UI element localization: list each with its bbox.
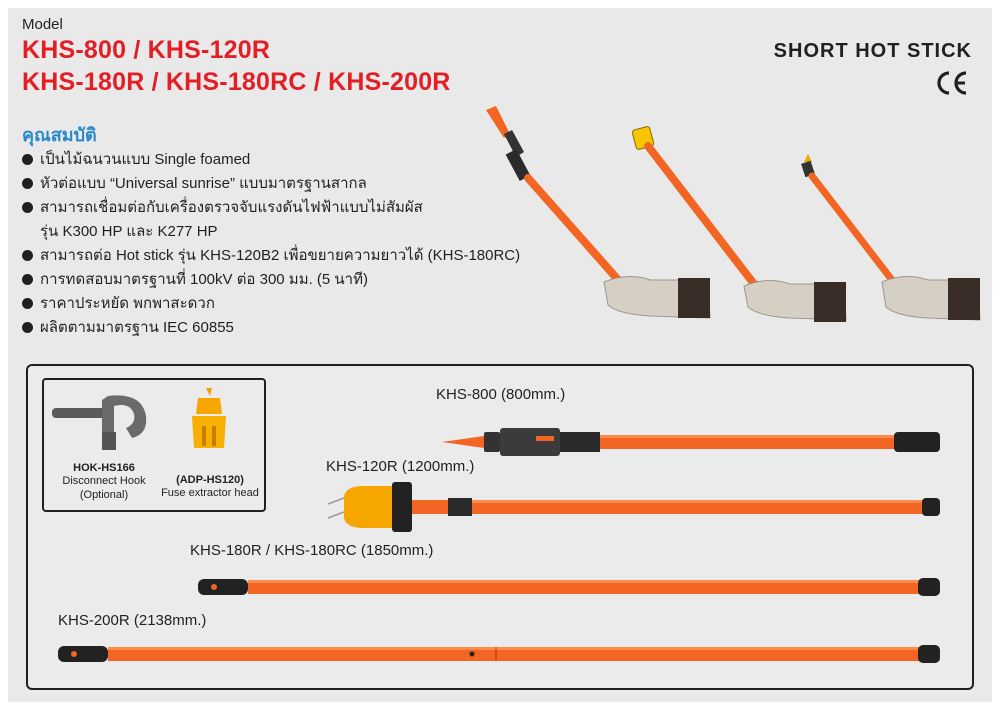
photo-glove-3 [881,276,981,321]
feature-item: สามารถต่อ Hot stick รุ่น KHS-120B2 เพื่อ… [22,244,582,268]
features-heading: คุณสมบัติ [22,125,97,145]
stick-khs-120r [327,482,940,532]
feature-item-continuation: รุ่น K300 HP และ K277 HP [40,223,218,240]
accessory-desc: (Optional) [79,489,129,501]
product-photo [486,106,981,322]
feature-item: ราคาประหยัด พกพาสะดวก [22,292,582,316]
accessory-hook: HOK-HS166 Disconnect Hook (Optional) [48,462,160,502]
bullet-icon [22,178,33,189]
ce-mark-icon [936,70,970,103]
bullet-icon [22,274,33,285]
stick-khs-800 [442,428,940,456]
feature-item: สามารถเชื่อมต่อกับเครื่องตรวจจับแรงดันไฟ… [22,196,582,220]
accessory-desc: Fuse extractor head [161,487,259,499]
accessory-code: HOK-HS166 [73,462,135,474]
stick-lineup-drawing [58,428,940,663]
stick-khs-200r [58,645,940,663]
bullet-icon [22,202,33,213]
photo-glove-2 [743,280,847,322]
bullet-icon [22,250,33,261]
feature-item: ผลิตตามมาตรฐาน IEC 60855 [22,316,582,340]
model-list-line-2: KHS-180R / KHS-180RC / KHS-200R [22,68,451,96]
feature-item: เป็นไม้ฉนวนแบบ Single foamed [22,148,582,172]
accessories-box: HOK-HS166 Disconnect Hook (Optional) (AD… [42,378,266,512]
stick-label-khs-800: KHS-800 (800mm.) [436,386,566,403]
accessory-code: (ADP-HS120) [176,474,244,486]
product-lineup-panel: HOK-HS166 Disconnect Hook (Optional) (AD… [26,364,974,690]
feature-item: การทดสอบมาตรฐานที่ 100kV ต่อ 300 มม. (5 … [22,268,582,292]
catalog-page: Model KHS-800 / KHS-120R KHS-180R / KHS-… [8,8,992,702]
photo-stick-cone [486,106,640,304]
bullet-icon [22,298,33,309]
photo-stick-sunrise [801,154,908,299]
accessory-fuse-extractor: (ADP-HS120) Fuse extractor head [156,474,264,500]
stick-label-khs-180r: KHS-180R / KHS-180RC (1850mm.) [190,542,434,559]
stick-label-khs-200r: KHS-200R (2138mm.) [58,612,207,629]
fuse-extractor-icon [192,388,226,448]
features-list: เป็นไม้ฉนวนแบบ Single foamed หัวต่อแบบ “… [22,148,582,340]
product-title: SHORT HOT STICK [773,40,972,62]
feature-item: หัวต่อแบบ “Universal sunrise” แบบมาตรฐาน… [22,172,582,196]
accessory-desc: Disconnect Hook [62,475,146,487]
model-list-line-1: KHS-800 / KHS-120R [22,36,271,64]
hook-icon [52,395,147,450]
stick-label-khs-120r: KHS-120R (1200mm.) [326,458,475,475]
stick-khs-180r [198,578,940,596]
photo-stick-yellow [631,126,772,304]
bullet-icon [22,154,33,165]
photo-glove-1 [603,276,711,319]
bullet-icon [22,322,33,333]
model-label: Model [22,16,63,33]
